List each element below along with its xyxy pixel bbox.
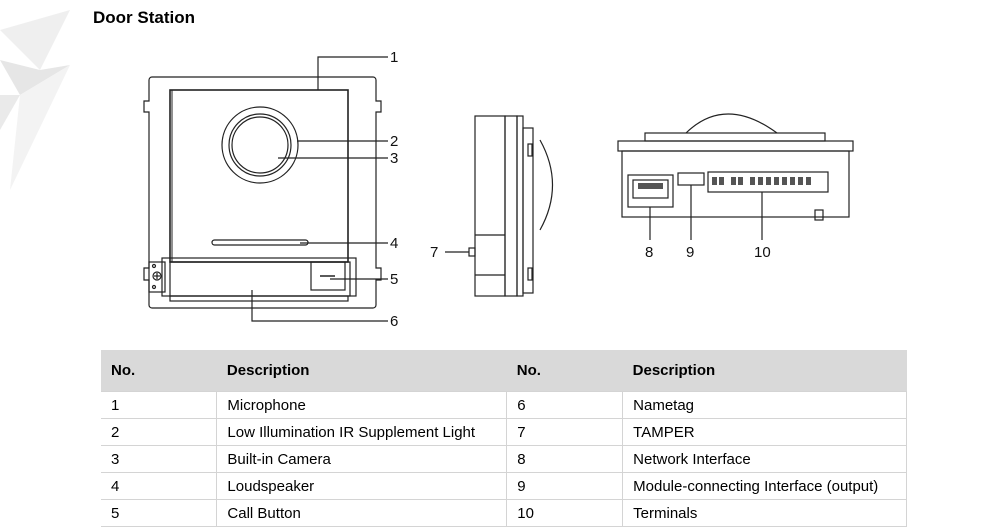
cell-no: 9 [506, 472, 623, 500]
table-row: 3 Built-in Camera 8 Network Interface [101, 445, 907, 473]
side-view [468, 115, 554, 297]
callout-6: 6 [390, 313, 398, 330]
callout-5: 5 [390, 271, 398, 288]
callout-9: 9 [686, 244, 694, 261]
cell-no: 7 [506, 418, 623, 446]
header-no-left: No. [101, 350, 217, 392]
table-row: 4 Loudspeaker 9 Module-connecting Interf… [101, 472, 907, 500]
callout-3: 3 [390, 150, 398, 167]
loudspeaker-slot [211, 239, 309, 246]
front-view [143, 76, 382, 309]
cell-no: 2 [101, 418, 217, 446]
camera-lens [231, 116, 289, 174]
cell-description: Terminals [622, 499, 907, 527]
cell-description: Low Illumination IR Supplement Light [216, 418, 507, 446]
cell-description: Network Interface [622, 445, 907, 473]
section-title: Door Station [93, 8, 195, 27]
cell-no: 3 [101, 445, 217, 473]
table-row: 2 Low Illumination IR Supplement Light 7… [101, 418, 907, 446]
cell-description: Module-connecting Interface (output) [622, 472, 907, 500]
callout-1: 1 [390, 49, 398, 66]
cell-description: Call Button [216, 499, 507, 527]
cell-description: TAMPER [622, 418, 907, 446]
ir-light-ring [221, 106, 299, 184]
cell-no: 6 [506, 391, 623, 419]
callout-8: 8 [645, 244, 653, 261]
call-button [310, 261, 346, 291]
tamper-switch [468, 247, 476, 257]
watermark-logo [0, 10, 70, 190]
header-description-left: Description [216, 350, 507, 392]
callout-4: 4 [390, 235, 398, 252]
cell-description: Built-in Camera [216, 445, 507, 473]
cell-no: 4 [101, 472, 217, 500]
table-row: 5 Call Button 10 Terminals [101, 499, 907, 527]
callout-10: 10 [754, 244, 771, 261]
callout-7: 7 [430, 244, 438, 261]
cell-description: Microphone [216, 391, 507, 419]
table-row: 1 Microphone 6 Nametag [101, 391, 907, 419]
door-station-diagram: 1 2 3 4 5 6 7 8 9 10 [143, 49, 854, 330]
table-header-row: No. Description No. Description [101, 350, 907, 392]
cell-no: 5 [101, 499, 217, 527]
cell-description: Loudspeaker [216, 472, 507, 500]
cell-description: Nametag [622, 391, 907, 419]
cell-no: 1 [101, 391, 217, 419]
header-description-right: Description [622, 350, 907, 392]
callout-2: 2 [390, 133, 398, 150]
bottom-view [617, 113, 854, 221]
header-no-right: No. [506, 350, 623, 392]
cell-no: 8 [506, 445, 623, 473]
terminals-block [707, 171, 829, 193]
cell-no: 10 [506, 499, 623, 527]
component-description-table: No. Description No. Description 1 Microp… [101, 350, 907, 527]
module-connecting-interface [677, 172, 705, 186]
